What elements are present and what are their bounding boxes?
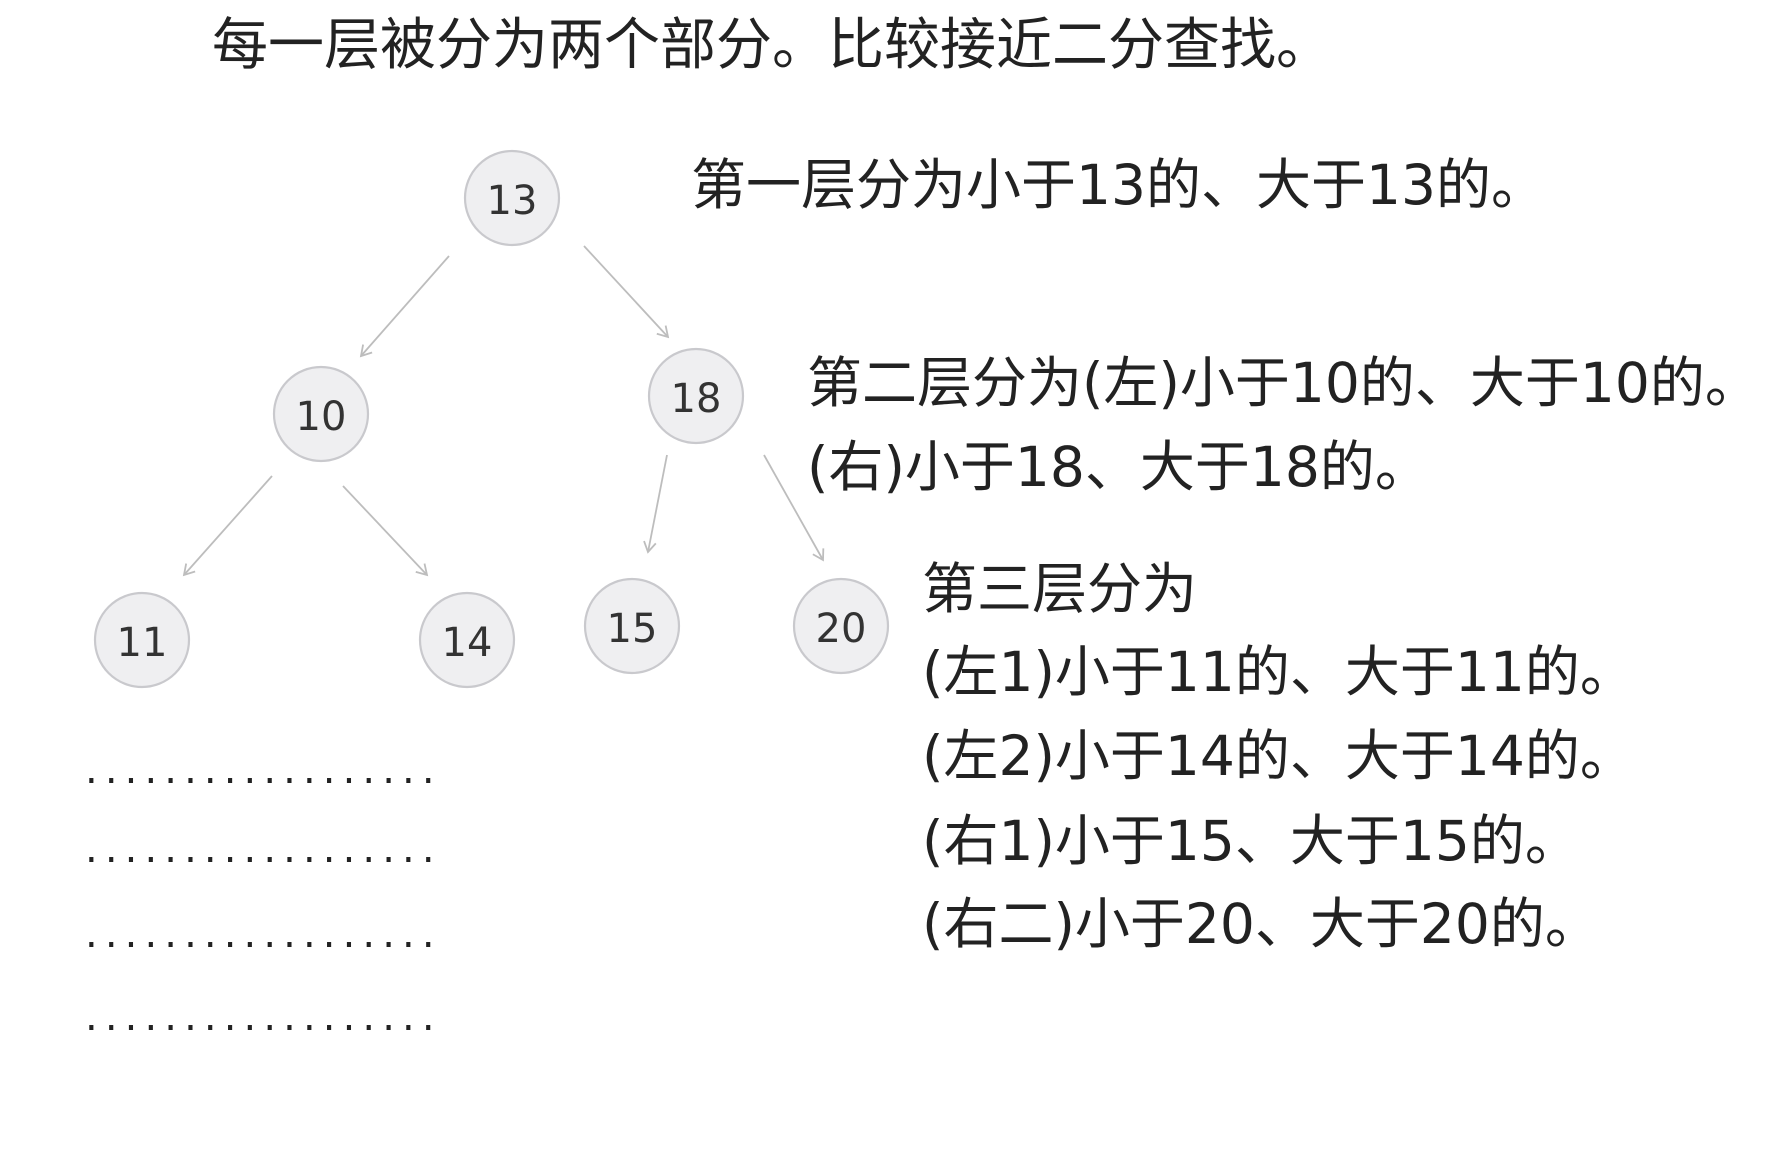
- tree-node-level3-4: 20: [792, 577, 890, 675]
- ellipsis-row: ..................: [85, 911, 442, 957]
- note-level2-line1: 第二层分为(左)小于10的、大于10的。: [807, 351, 1760, 415]
- node-circle: [792, 577, 890, 675]
- node-circle: [418, 591, 516, 689]
- binary-tree-diagram: 13 10 18 11 14 15 20: [93, 149, 890, 689]
- edge-root-to-left: [359, 255, 450, 358]
- tree-node-level3-2: 14: [418, 591, 516, 689]
- tree-node-level3-3: 15: [583, 577, 681, 675]
- node-value: 14: [442, 620, 493, 666]
- edge-right-to-right2: [763, 454, 825, 562]
- node-circle: [583, 577, 681, 675]
- edge-left-to-left1: [182, 475, 273, 577]
- node-circle: [647, 347, 745, 445]
- node-circle: [463, 149, 561, 247]
- note-level1: 第一层分为小于13的、大于13的。: [691, 153, 1546, 217]
- node-value: 15: [607, 606, 658, 652]
- note-level3-line: (左2)小于14的、大于14的。: [922, 724, 1635, 788]
- tree-node-root: 13: [463, 149, 561, 247]
- tree-node-level3-1: 11: [93, 591, 191, 689]
- edge-right-to-right1: [643, 454, 668, 554]
- note-level3-line: (右1)小于15、大于15的。: [922, 809, 1580, 873]
- node-value: 13: [487, 178, 538, 224]
- node-value: 11: [117, 620, 168, 666]
- tree-node-level2-right: 18: [647, 347, 745, 445]
- edge-left-to-left2: [342, 485, 429, 577]
- note-level3-heading: 第三层分为: [922, 557, 1198, 621]
- node-circle: [272, 365, 370, 463]
- node-value: 20: [816, 606, 867, 652]
- ellipsis-row: ..................: [85, 747, 442, 793]
- ellipsis-row: ..................: [85, 826, 442, 872]
- note-level3-line: (右二)小于20、大于20的。: [922, 892, 1600, 956]
- page-title: 每一层被分为两个部分。比较接近二分查找。: [212, 13, 1332, 78]
- note-level2-line2: (右)小于18、大于18的。: [807, 435, 1430, 499]
- edge-root-to-right: [583, 245, 670, 339]
- ellipsis-row: ..................: [85, 994, 442, 1040]
- note-level3-line: (左1)小于11的、大于11的。: [922, 640, 1635, 704]
- node-value: 10: [296, 394, 347, 440]
- node-circle: [93, 591, 191, 689]
- tree-node-level2-left: 10: [272, 365, 370, 463]
- node-value: 18: [671, 376, 722, 422]
